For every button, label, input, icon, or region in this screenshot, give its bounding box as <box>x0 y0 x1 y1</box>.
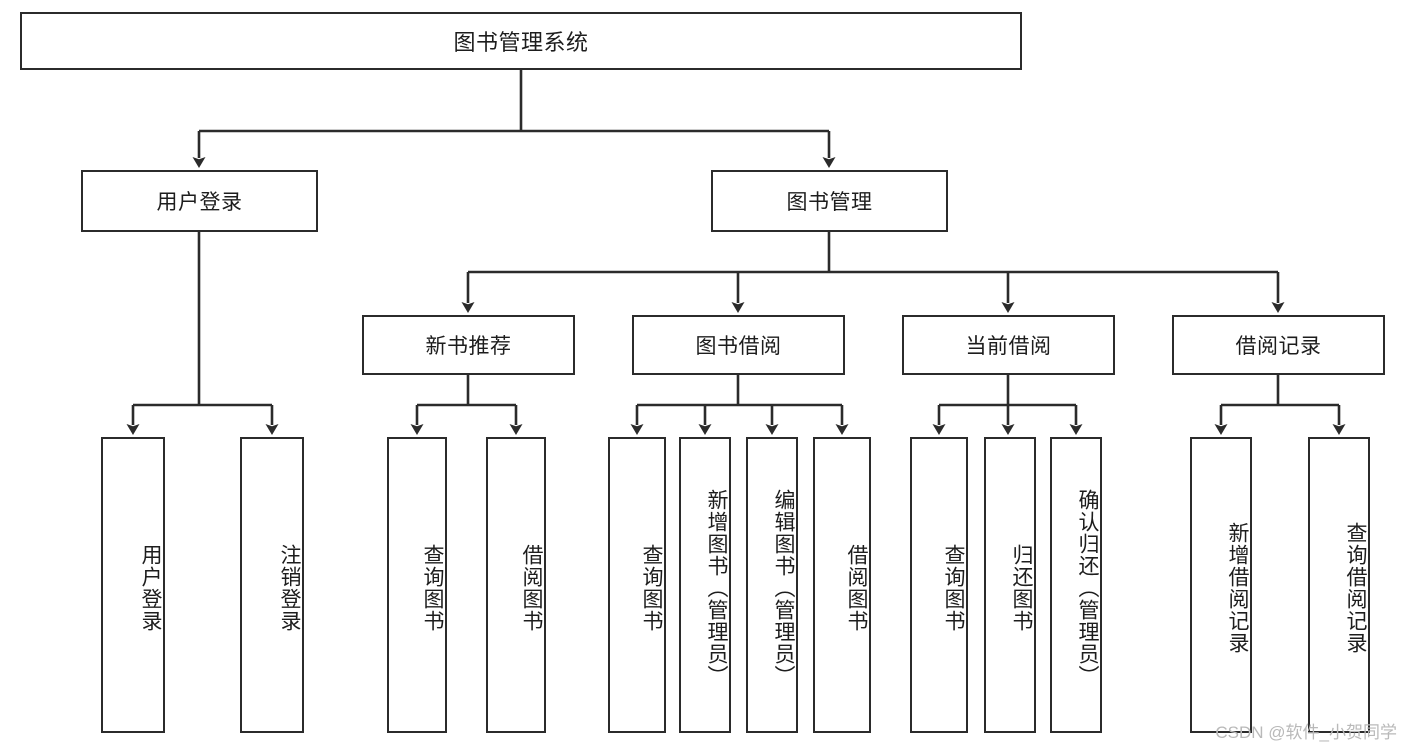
leaf-add-book-admin[interactable]: 新增图书（管理员） <box>679 437 731 733</box>
leaf-query-book-recommend[interactable]: 查询图书 <box>387 437 447 733</box>
node-user-login[interactable]: 用户登录 <box>81 170 318 232</box>
node-book-borrow[interactable]: 图书借阅 <box>632 315 845 375</box>
leaf-edit-book-admin[interactable]: 编辑图书（管理员） <box>746 437 798 733</box>
node-root[interactable]: 图书管理系统 <box>20 12 1022 70</box>
leaf-confirm-return-admin[interactable]: 确认归还（管理员） <box>1050 437 1102 733</box>
leaf-user-login[interactable]: 用户登录 <box>101 437 165 733</box>
leaf-borrow-book[interactable]: 借阅图书 <box>813 437 871 733</box>
leaf-logout[interactable]: 注销登录 <box>240 437 304 733</box>
leaf-borrow-book-recommend[interactable]: 借阅图书 <box>486 437 546 733</box>
node-current-borrow[interactable]: 当前借阅 <box>902 315 1115 375</box>
leaf-query-book-borrow[interactable]: 查询图书 <box>608 437 666 733</box>
node-new-book-recommend[interactable]: 新书推荐 <box>362 315 575 375</box>
leaf-query-borrow-record[interactable]: 查询借阅记录 <box>1308 437 1370 733</box>
leaf-add-borrow-record[interactable]: 新增借阅记录 <box>1190 437 1252 733</box>
leaf-return-book[interactable]: 归还图书 <box>984 437 1036 733</box>
node-borrow-record[interactable]: 借阅记录 <box>1172 315 1385 375</box>
leaf-query-book-current[interactable]: 查询图书 <box>910 437 968 733</box>
node-book-manage[interactable]: 图书管理 <box>711 170 948 232</box>
csdn-watermark: CSDN @软件_小贺同学 <box>1215 723 1397 742</box>
